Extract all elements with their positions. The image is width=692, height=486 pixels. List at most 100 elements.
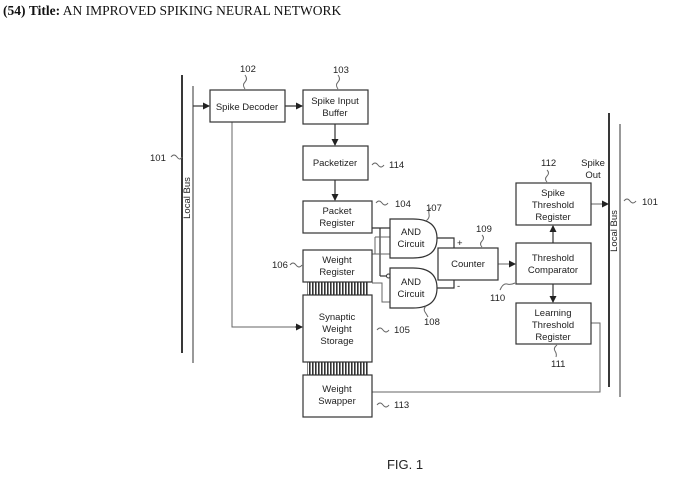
leader-squiggle xyxy=(170,154,183,160)
leader-squiggle xyxy=(376,327,390,333)
line-decoder-to-storage xyxy=(231,122,302,328)
block-synaptic-weight-storage: Synaptic Weight Storage 105 xyxy=(302,294,410,363)
ref-111: 111 xyxy=(551,359,565,370)
block-label: Weight xyxy=(322,324,352,335)
block-label: Register xyxy=(535,332,570,343)
block-box xyxy=(515,182,592,226)
leader-squiggle xyxy=(423,305,429,318)
block-learning-threshold-register: Learning Threshold Register 111 xyxy=(515,302,592,370)
ref-110: 110 xyxy=(490,293,505,304)
ref-103: 103 xyxy=(333,65,349,76)
leader-squiggle xyxy=(243,74,247,90)
spike-out-line: Out xyxy=(585,170,601,181)
ref-108: 108 xyxy=(424,317,440,328)
and-gate-shape xyxy=(389,267,438,309)
leader-squiggle xyxy=(371,162,385,168)
block-label: Storage xyxy=(320,336,353,347)
leader-squiggle xyxy=(623,198,637,204)
counter-plus: + xyxy=(457,238,463,249)
block-label: Swapper xyxy=(318,396,356,407)
connections: + - xyxy=(193,102,609,393)
block-label: AND xyxy=(401,277,421,288)
ref-102: 102 xyxy=(240,64,256,75)
leader-squiggle xyxy=(375,200,389,206)
block-label: Counter xyxy=(451,259,485,270)
block-label: Register xyxy=(535,212,570,223)
block-packetizer: Packetizer 114 xyxy=(302,145,404,181)
block-box xyxy=(437,247,499,281)
leader-squiggle xyxy=(425,207,432,222)
data-bus-bars xyxy=(307,362,369,375)
ref-113: 113 xyxy=(394,400,409,411)
leader-squiggle xyxy=(336,74,340,90)
block-label: Packetizer xyxy=(313,158,357,169)
block-label: AND xyxy=(401,227,421,238)
line-learning-to-swapper xyxy=(372,322,601,393)
local-bus-label: Local Bus xyxy=(609,210,620,252)
leader-squiggle xyxy=(289,262,303,268)
block-label: Learning xyxy=(535,308,572,319)
leader-squiggle xyxy=(545,169,549,183)
data-bus-bars xyxy=(307,282,369,295)
block-label: Register xyxy=(319,218,354,229)
block-label: Register xyxy=(319,267,354,278)
block-packet-register: Packet Register 104 xyxy=(302,199,411,234)
block-label: Weight xyxy=(322,255,352,266)
ref-104: 104 xyxy=(395,199,411,210)
block-box xyxy=(302,374,373,418)
figure-label: FIG. 1 xyxy=(387,457,423,472)
title-text: AN IMPROVED SPIKING NEURAL NETWORK xyxy=(62,3,342,18)
block-label: Spike Input xyxy=(311,96,359,107)
block-box xyxy=(302,249,373,283)
block-counter: Counter 109 xyxy=(437,224,499,281)
block-box xyxy=(302,200,373,234)
block-spike-input-buffer: Spike Input Buffer 103 xyxy=(302,65,369,125)
block-box xyxy=(515,242,592,285)
spike-out-line: Spike xyxy=(581,158,605,169)
leader-squiggle xyxy=(553,344,558,358)
bus-label-bg xyxy=(610,208,619,253)
ref-107: 107 xyxy=(426,203,442,214)
block-spike-threshold-register: Spike Threshold Register 112 xyxy=(515,158,592,226)
local-bus-label: Local Bus xyxy=(182,177,193,219)
leader-squiggle xyxy=(480,234,484,248)
line-and1-to-counter xyxy=(437,237,455,248)
ref-105: 105 xyxy=(394,325,410,336)
block-and-circuit-1: AND Circuit 107 xyxy=(389,203,442,259)
patent-title: (54) Title: AN IMPROVED SPIKING NEURAL N… xyxy=(3,3,341,19)
block-label: Threshold xyxy=(532,200,574,211)
block-label: Synaptic xyxy=(319,312,356,323)
block-label: Circuit xyxy=(398,239,425,250)
block-label: Threshold xyxy=(532,253,574,264)
title-label: Title: xyxy=(28,3,61,18)
block-label: Circuit xyxy=(398,289,425,300)
block-label: Packet xyxy=(322,206,351,217)
title-number: (54) xyxy=(3,3,26,18)
counter-minus: - xyxy=(457,281,460,292)
block-spike-decoder: Spike Decoder 102 xyxy=(209,64,286,123)
block-label: Buffer xyxy=(322,108,347,119)
block-label: Threshold xyxy=(532,320,574,331)
ref-114: 114 xyxy=(389,160,404,171)
block-box xyxy=(515,302,592,345)
block-label: Comparator xyxy=(528,265,578,276)
line-and2-to-counter xyxy=(437,280,455,289)
ref-106: 106 xyxy=(272,260,288,271)
block-weight-register: Weight Register 106 xyxy=(272,249,373,283)
block-label: Spike xyxy=(541,188,565,199)
block-box xyxy=(209,89,286,123)
block-and-circuit-2: AND Circuit 108 xyxy=(389,267,440,328)
local-bus-left: Local Bus 101 xyxy=(150,75,194,363)
block-weight-swapper: Weight Swapper 113 xyxy=(302,374,409,418)
block-box xyxy=(302,89,369,125)
leader-squiggle xyxy=(499,282,516,291)
local-bus-right: Local Bus 101 xyxy=(608,113,658,397)
ref-109: 109 xyxy=(476,224,492,235)
leader-squiggle xyxy=(376,402,390,408)
spike-out-label: Spike Out xyxy=(581,158,605,181)
block-box xyxy=(302,145,369,181)
ref-101-left: 101 xyxy=(150,153,166,164)
ref-112: 112 xyxy=(541,158,556,169)
ref-101-right: 101 xyxy=(642,197,658,208)
